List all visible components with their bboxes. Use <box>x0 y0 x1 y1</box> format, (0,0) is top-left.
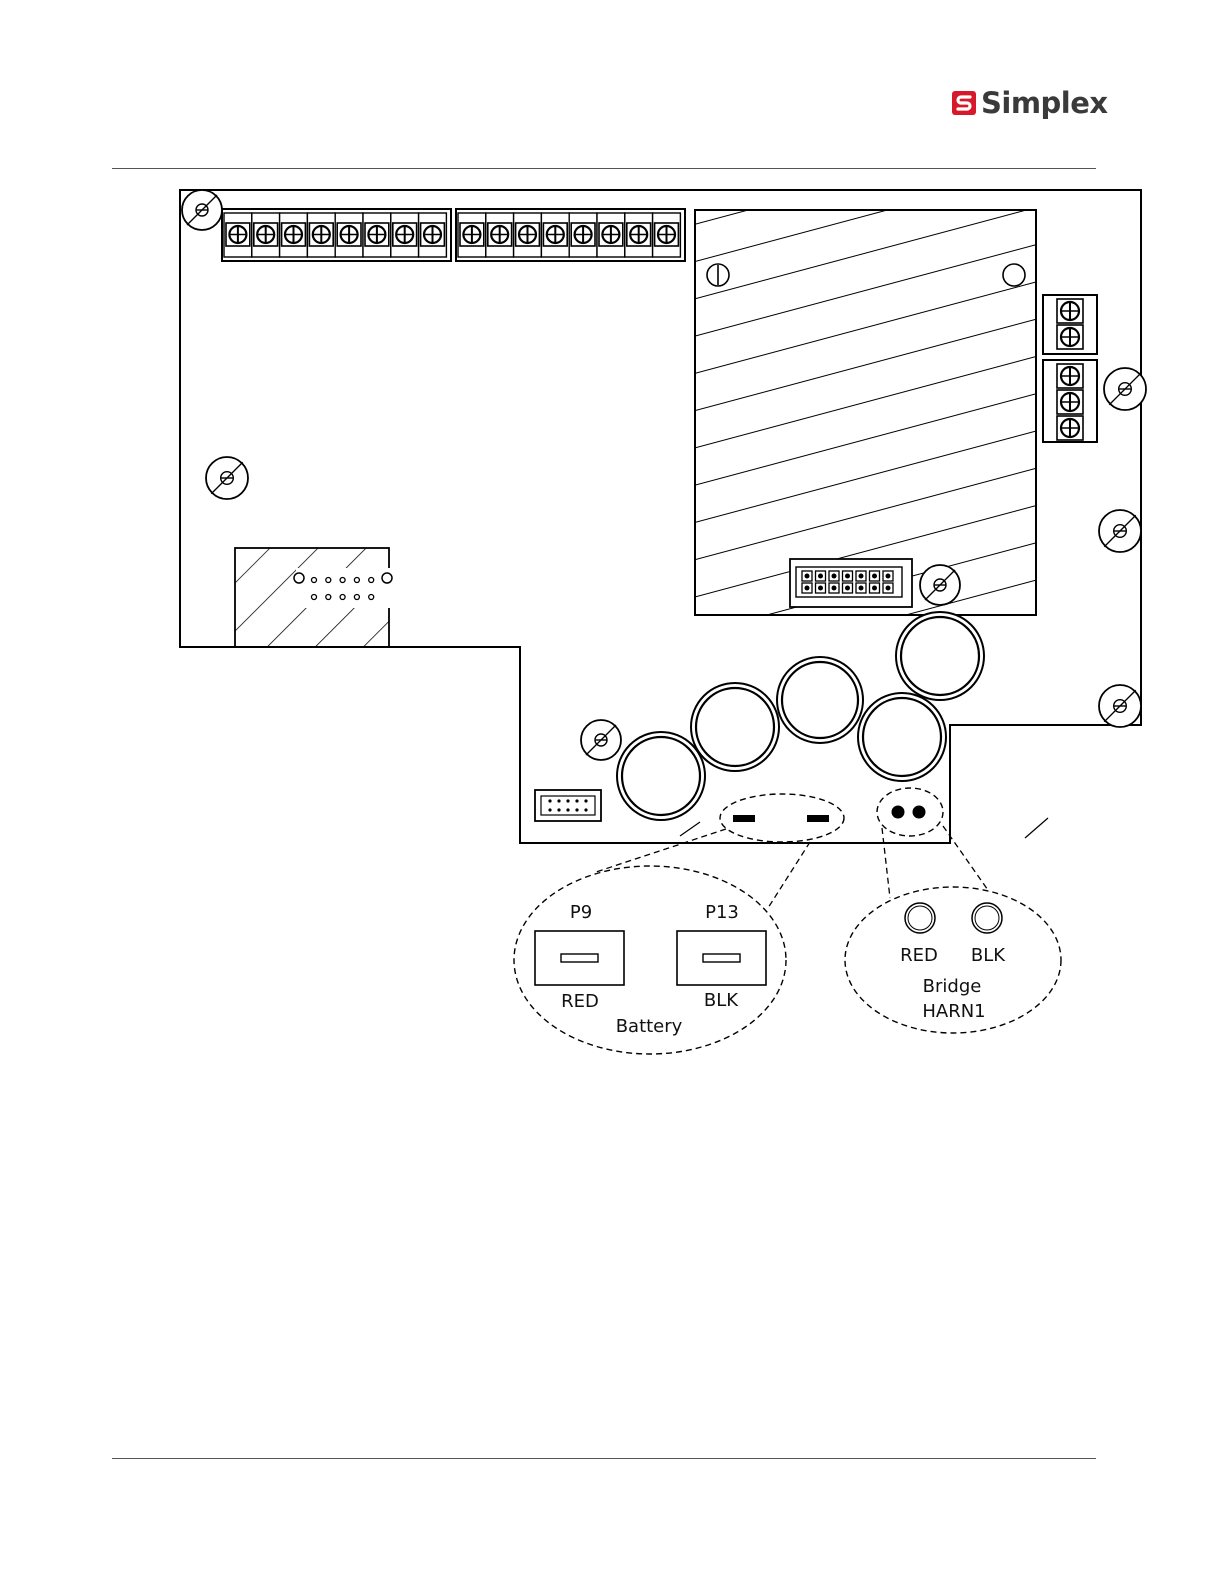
p13-label: P13 <box>705 902 739 923</box>
bridge-red-label: RED <box>900 945 938 966</box>
bridge-blk-label: BLK <box>971 945 1006 966</box>
battery-connector-spots <box>720 794 844 842</box>
module-header-connector <box>796 567 902 597</box>
bridge-connector-spots <box>877 788 943 836</box>
footer-divider <box>112 1458 1096 1459</box>
power-supply-module <box>695 210 1036 615</box>
terminal-block-side <box>1043 295 1097 442</box>
battery-callout: P9 P13 RED BLK Battery <box>514 866 786 1054</box>
battery-blk-label: BLK <box>704 990 739 1011</box>
bridge-callout: RED BLK Bridge HARN1 <box>845 887 1061 1033</box>
ribbon-connector <box>535 790 601 821</box>
battery-caption: Battery <box>616 1016 683 1037</box>
terminal-block-left <box>222 209 451 261</box>
p9-label: P9 <box>570 902 592 923</box>
harn1-caption: HARN1 <box>922 1001 985 1022</box>
bridge-caption: Bridge <box>923 976 982 997</box>
terminal-block-right <box>456 209 685 261</box>
capacitors <box>617 612 984 820</box>
daughter-board <box>235 548 392 647</box>
battery-red-label: RED <box>561 991 599 1012</box>
